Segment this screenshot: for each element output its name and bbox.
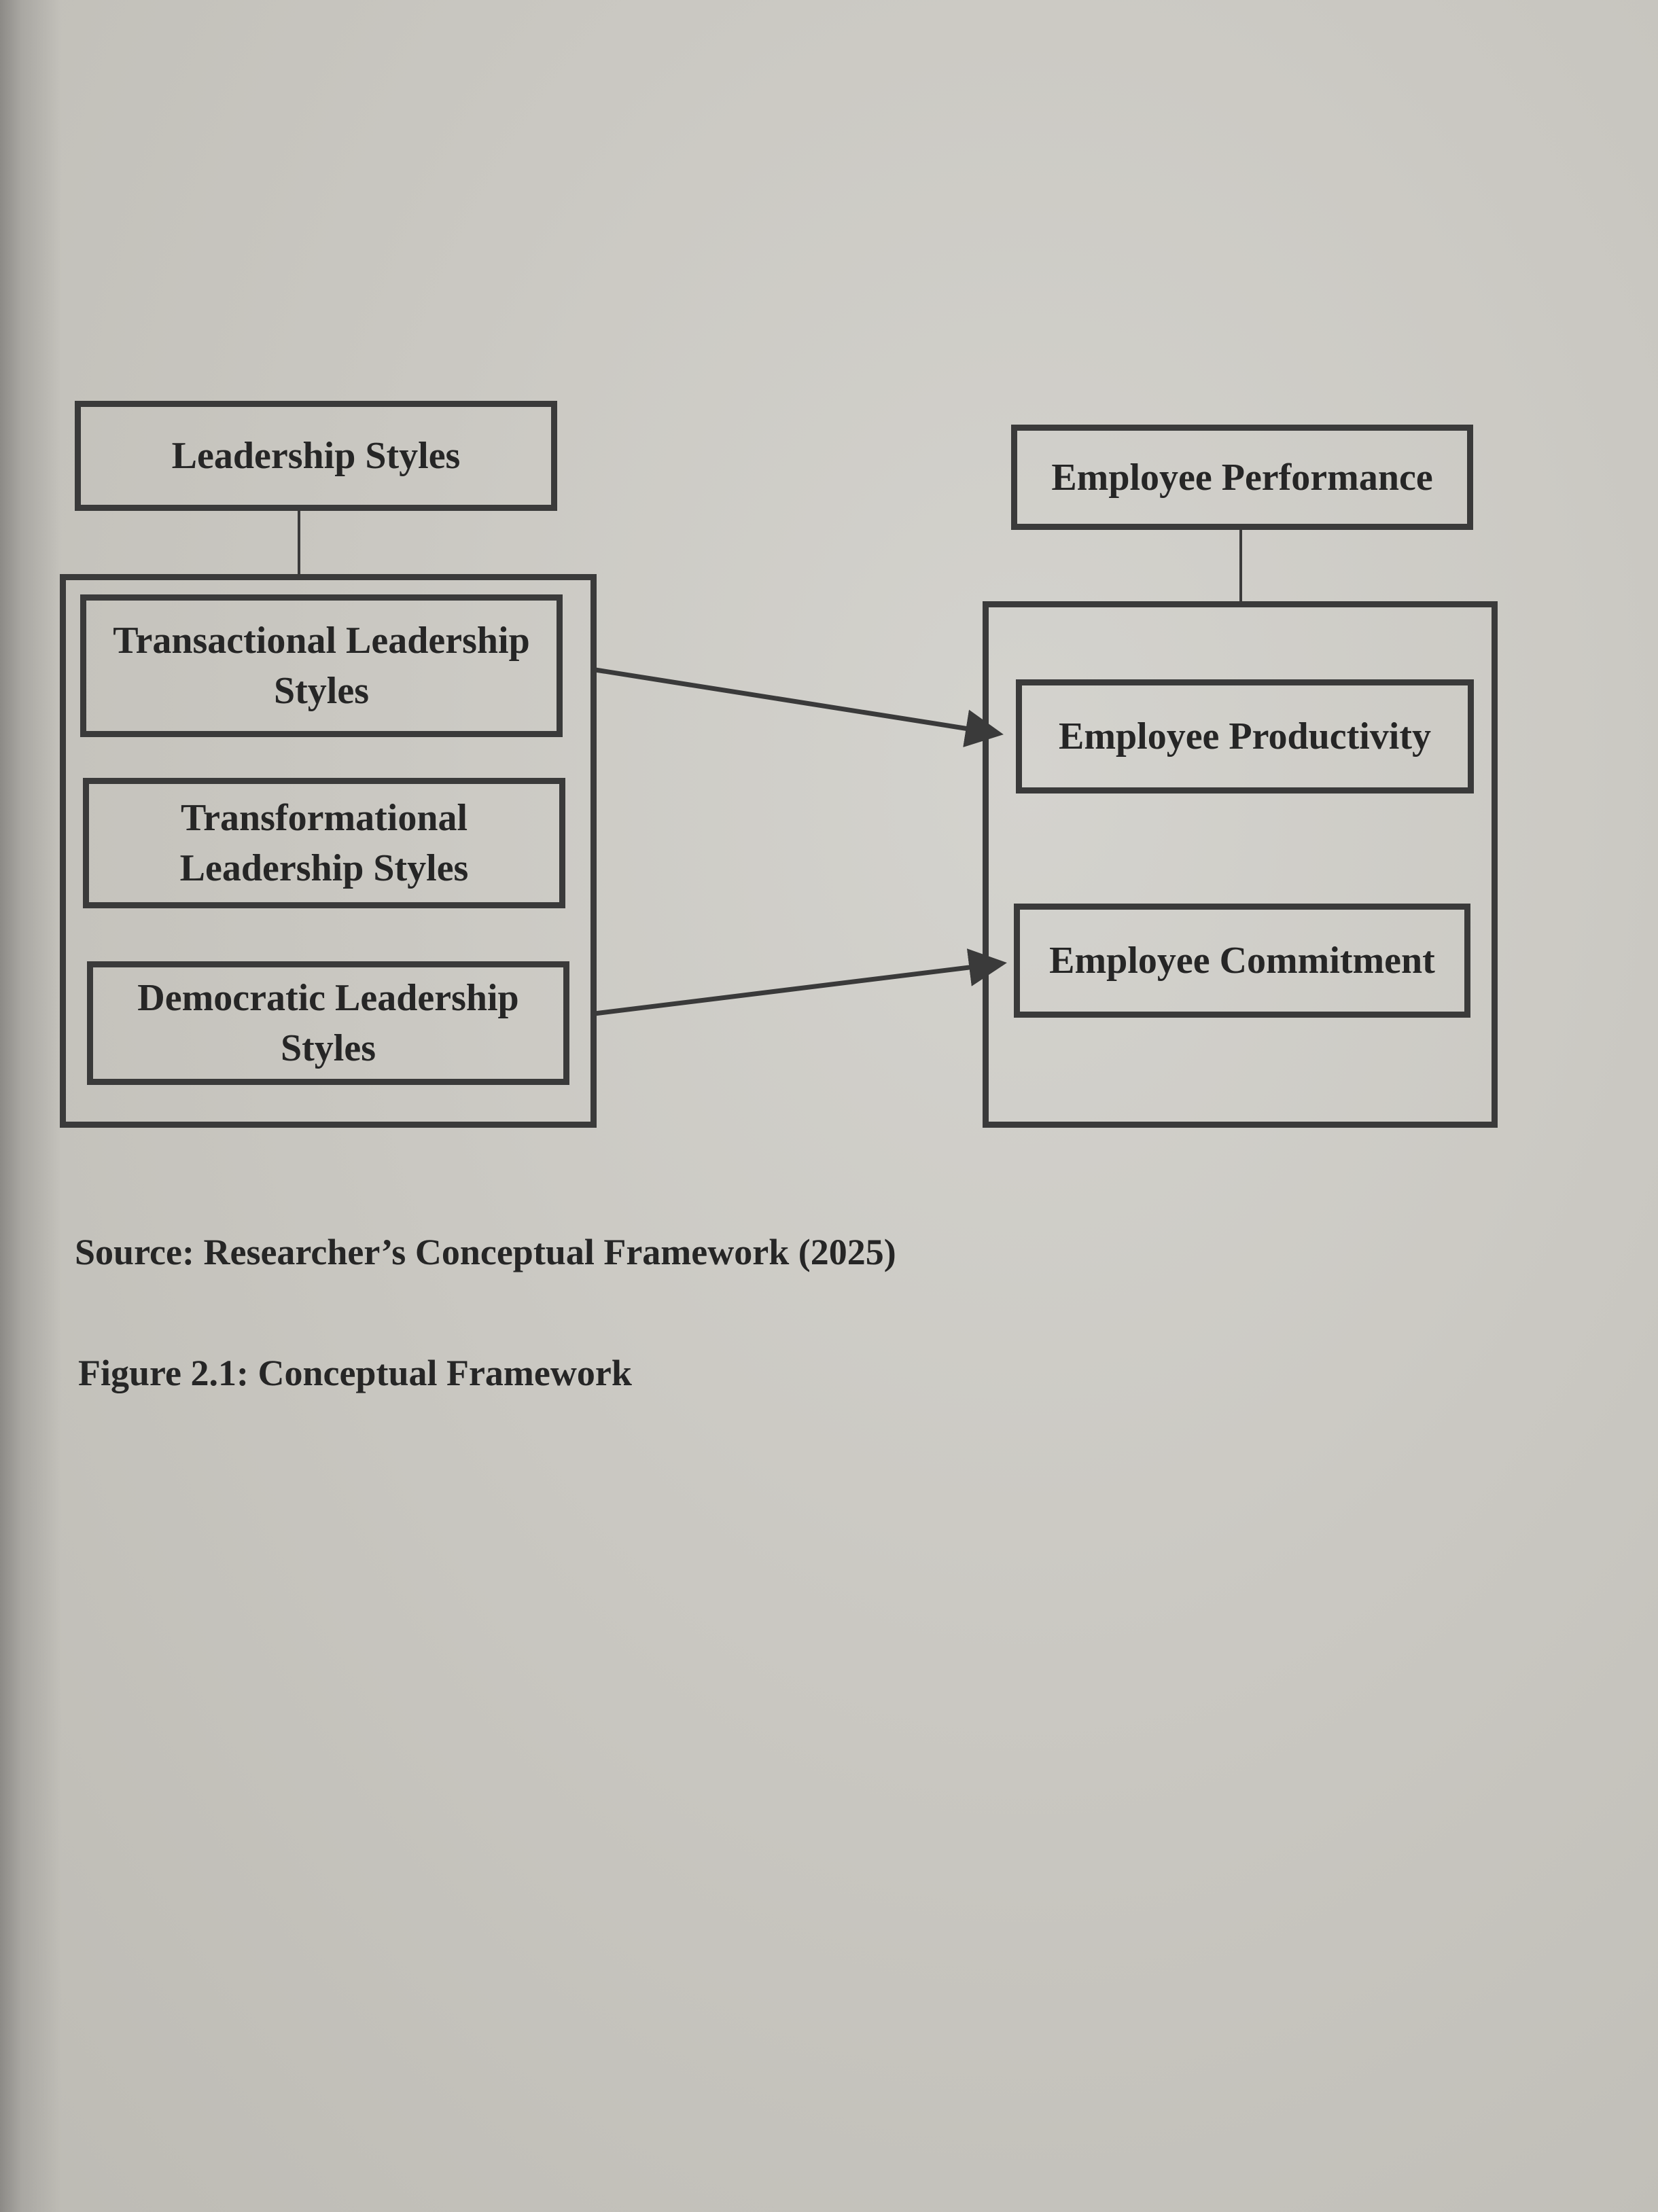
leadership-styles-header-box: Leadership Styles — [75, 401, 557, 511]
page-edge-shadow — [0, 0, 61, 2212]
figure-caption: Figure 2.1: Conceptual Framework — [78, 1353, 632, 1393]
leadership-styles-header-label: Leadership Styles — [171, 435, 461, 477]
conceptual-framework-diagram: Leadership Styles Transactional Leadersh… — [60, 401, 1498, 1128]
employee-performance-container — [983, 601, 1498, 1128]
source-caption: Source: Researcher’s Conceptual Framewor… — [75, 1232, 896, 1272]
employee-productivity-label: Employee Productivity — [1058, 715, 1432, 757]
democratic-leadership-box: Democratic Leadership Styles — [87, 961, 569, 1085]
transformational-leadership-label: Transformational Leadership Styles — [179, 797, 469, 889]
transactional-leadership-label: Transactional Leadership Styles — [113, 620, 530, 712]
leadership-styles-container — [60, 574, 597, 1128]
democratic-leadership-label: Democratic Leadership Styles — [137, 977, 519, 1069]
employee-commitment-box: Employee Commitment — [1014, 904, 1470, 1018]
employee-performance-header-label: Employee Performance — [1051, 456, 1433, 499]
diagram-connectors — [298, 506, 1242, 1016]
arrow-transactional-to-productivity — [590, 666, 1004, 747]
employee-productivity-box: Employee Productivity — [1016, 679, 1474, 793]
employee-performance-header-box: Employee Performance — [1011, 425, 1473, 530]
employee-commitment-label: Employee Commitment — [1049, 940, 1435, 982]
arrow-democratic-to-commitment — [594, 948, 1007, 1016]
transactional-leadership-box: Transactional Leadership Styles — [80, 594, 563, 737]
transformational-leadership-box: Transformational Leadership Styles — [83, 778, 565, 908]
